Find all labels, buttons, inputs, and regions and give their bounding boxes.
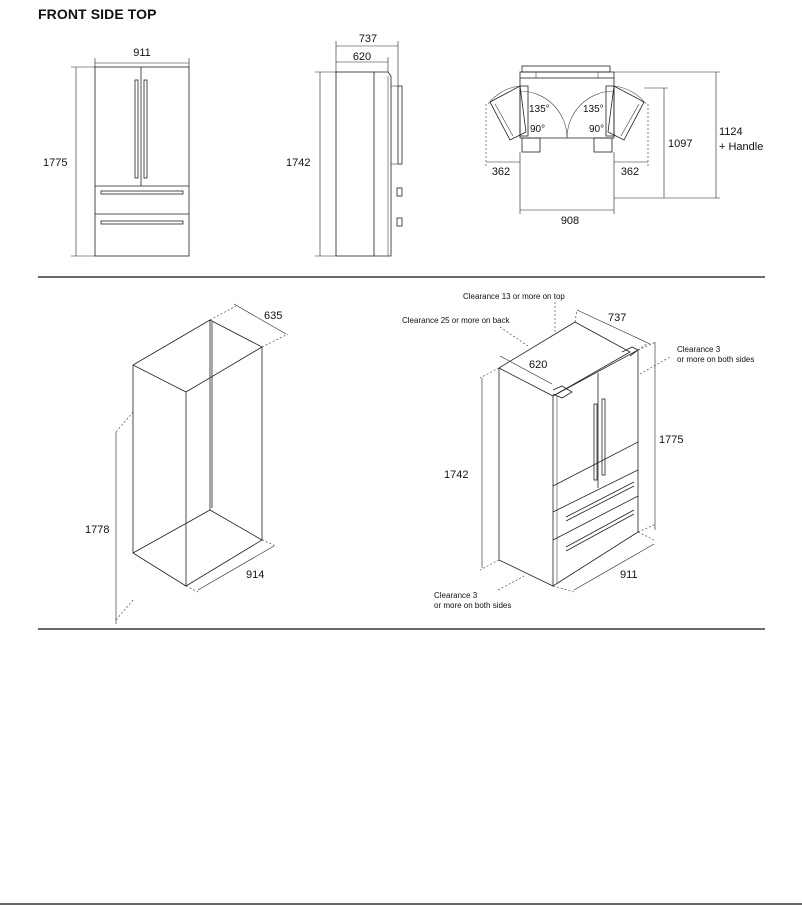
iso-total-depth-label: 737 bbox=[608, 312, 626, 324]
right-swing-label: 362 bbox=[621, 166, 639, 178]
fridge-front-outline bbox=[94, 66, 190, 257]
niche-bottom-face bbox=[132, 509, 263, 587]
niche-depth-label: 635 bbox=[264, 310, 282, 322]
left-swing-arc-135 bbox=[487, 85, 521, 105]
niche-height-ext-bottom bbox=[115, 599, 134, 621]
iso-left-hinge-cap bbox=[552, 385, 573, 399]
right-swing-arc-135 bbox=[613, 85, 647, 105]
clearance-side-left-arrow bbox=[497, 574, 527, 591]
side-total-depth-label: 737 bbox=[359, 33, 377, 45]
right-door-handle bbox=[143, 79, 148, 179]
iso-door-bottom-line bbox=[552, 441, 639, 487]
left-door-handle bbox=[134, 79, 139, 179]
iso-body-depth-label: 620 bbox=[529, 359, 547, 371]
iso-right-hinge-cap bbox=[621, 346, 639, 357]
top-width-label: 908 bbox=[561, 215, 579, 227]
iso-top-face bbox=[498, 321, 631, 397]
clearance-side-right-label-2: or more on both sides bbox=[677, 355, 754, 364]
left-angle-90-label: 90° bbox=[530, 124, 545, 135]
niche-top-face bbox=[132, 319, 263, 393]
iso-depth-ext-a bbox=[574, 309, 578, 323]
left-swing-label: 362 bbox=[492, 166, 510, 178]
iso-total-height-label: 1775 bbox=[659, 434, 683, 446]
niche-view: 635 1778 914 bbox=[85, 303, 289, 624]
front-width-label: 911 bbox=[133, 47, 151, 59]
right-angle-90-label: 90° bbox=[589, 124, 604, 135]
right-angle-135-label: 135° bbox=[583, 104, 604, 115]
iso-body-height-label: 1742 bbox=[444, 469, 468, 481]
depth-open-label: 1097 bbox=[668, 138, 692, 150]
niche-depth-ext-a bbox=[209, 305, 237, 321]
clearance-back-label: Clearance 25 or more on back bbox=[402, 316, 511, 325]
niche-depth-dim-line bbox=[233, 303, 287, 335]
iso-total-depth-dim-line bbox=[576, 309, 651, 345]
iso-drawer-mid-line bbox=[552, 495, 639, 541]
iso-body-depth-dim-line bbox=[499, 355, 553, 385]
front-height-label: 1775 bbox=[43, 157, 67, 169]
niche-width-label: 914 bbox=[246, 569, 264, 581]
side-door-profile bbox=[374, 71, 392, 257]
side-handle-upper bbox=[397, 85, 403, 165]
iso-width-label: 911 bbox=[620, 569, 638, 581]
left-door-inner-edge bbox=[494, 103, 514, 137]
side-body-depth-label: 620 bbox=[353, 51, 371, 63]
clearance-back-arrow bbox=[499, 326, 529, 347]
right-swing-arc-90 bbox=[566, 90, 615, 139]
clearance-side-right-label-1: Clearance 3 bbox=[677, 345, 721, 354]
niche-height-label: 1778 bbox=[85, 524, 109, 536]
clearance-side-left-label-2: or more on both sides bbox=[434, 601, 511, 610]
side-handle-drawer-1 bbox=[396, 187, 403, 197]
top-view: 135° 135° 90° 90° 362 362 908 1097 1124 … bbox=[485, 65, 763, 227]
right-drawer-block bbox=[593, 137, 613, 153]
front-view: 911 1775 bbox=[43, 47, 190, 257]
left-angle-135-label: 135° bbox=[529, 104, 550, 115]
niche-width-ext-b bbox=[261, 539, 277, 547]
iso-upper-drawer-handle-a bbox=[565, 481, 635, 518]
iso-total-height-ext-bottom bbox=[637, 523, 657, 533]
iso-body-height-ext-bottom bbox=[479, 559, 500, 571]
top-rear-lip bbox=[521, 65, 611, 73]
iso-fridge-view: Clearance 13 or more on top Clearance 25… bbox=[402, 292, 754, 610]
niche-depth-ext-b bbox=[261, 333, 289, 348]
iso-body-height-ext-top bbox=[479, 367, 500, 379]
side-handle-drawer-2 bbox=[396, 217, 403, 227]
side-body-outline bbox=[335, 71, 375, 257]
niche-width-dim-line bbox=[197, 545, 275, 591]
left-drawer-block bbox=[521, 137, 541, 153]
upper-drawer-handle bbox=[100, 190, 184, 195]
lower-drawer-handle bbox=[100, 220, 184, 225]
iso-width-dim-line bbox=[573, 543, 655, 591]
depth-handle-label: 1124 bbox=[719, 126, 743, 138]
iso-lower-drawer-handle-a bbox=[565, 509, 635, 548]
side-height-label: 1742 bbox=[286, 157, 310, 169]
clearance-top-label: Clearance 13 or more on top bbox=[463, 292, 565, 301]
right-door-opened bbox=[607, 85, 645, 141]
left-door-opened bbox=[489, 85, 527, 141]
iso-upper-drawer-handle-b bbox=[565, 485, 635, 522]
iso-width-ext-a bbox=[552, 585, 575, 593]
iso-total-height-ext-top bbox=[637, 341, 657, 351]
iso-lower-drawer-handle-b bbox=[565, 513, 635, 552]
iso-right-door-handle bbox=[601, 398, 606, 476]
iso-edge-bottom-left bbox=[498, 559, 554, 587]
top-rear-frame bbox=[519, 71, 615, 79]
niche-width-ext-a bbox=[185, 585, 199, 593]
niche-height-ext-top bbox=[115, 411, 134, 433]
iso-front-face bbox=[552, 349, 639, 587]
side-view: 737 620 1742 bbox=[286, 33, 403, 257]
iso-width-ext-b bbox=[637, 531, 655, 541]
iso-left-door-handle bbox=[593, 403, 598, 481]
depth-handle-suffix: + Handle bbox=[719, 141, 763, 153]
page-title: FRONT SIDE TOP bbox=[38, 6, 157, 22]
left-swing-arc-90 bbox=[519, 90, 568, 139]
clearance-side-left-label-1: Clearance 3 bbox=[434, 591, 478, 600]
iso-drawer-top-line bbox=[552, 469, 639, 513]
right-door-inner-edge bbox=[620, 103, 640, 137]
